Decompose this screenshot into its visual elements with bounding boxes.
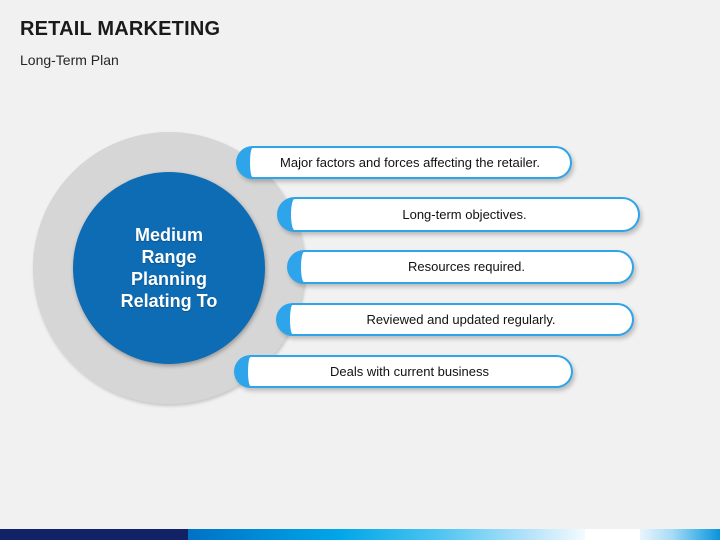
callout-pill-5-label: Deals with current business <box>330 363 489 379</box>
callout-pill-1-label: Major factors and forces affecting the r… <box>280 154 540 170</box>
center-circle-label: Medium Range Planning Relating To <box>120 225 218 311</box>
footer-bar-right-segment <box>640 529 720 540</box>
callout-pill-4-label: Reviewed and updated regularly. <box>366 311 556 327</box>
callout-pill-1[interactable]: Major factors and forces affecting the r… <box>236 146 572 179</box>
callout-pill-2[interactable]: Long-term objectives. <box>277 197 640 232</box>
footer-bar-blue-segment <box>188 529 585 540</box>
footer-bar-white-segment <box>585 529 640 540</box>
callout-pill-4[interactable]: Reviewed and updated regularly. <box>276 303 634 336</box>
slide-header: RETAIL MARKETING Long-Term Plan <box>20 16 620 70</box>
page-title: RETAIL MARKETING <box>20 18 221 40</box>
callout-pill-2-label: Long-term objectives. <box>402 206 527 222</box>
center-circle-shape[interactable]: Medium Range Planning Relating To <box>73 172 265 364</box>
page-subtitle: Long-Term Plan <box>20 52 119 68</box>
callout-pill-3-label: Resources required. <box>407 259 526 274</box>
callout-pill-3[interactable]: Resources required. <box>287 250 634 284</box>
callout-pill-5[interactable]: Deals with current business <box>234 355 573 388</box>
footer-bar-navy-segment <box>0 529 188 540</box>
footer-accent-bar <box>0 529 720 540</box>
radial-diagram: Medium Range Planning Relating To Major … <box>33 132 640 404</box>
